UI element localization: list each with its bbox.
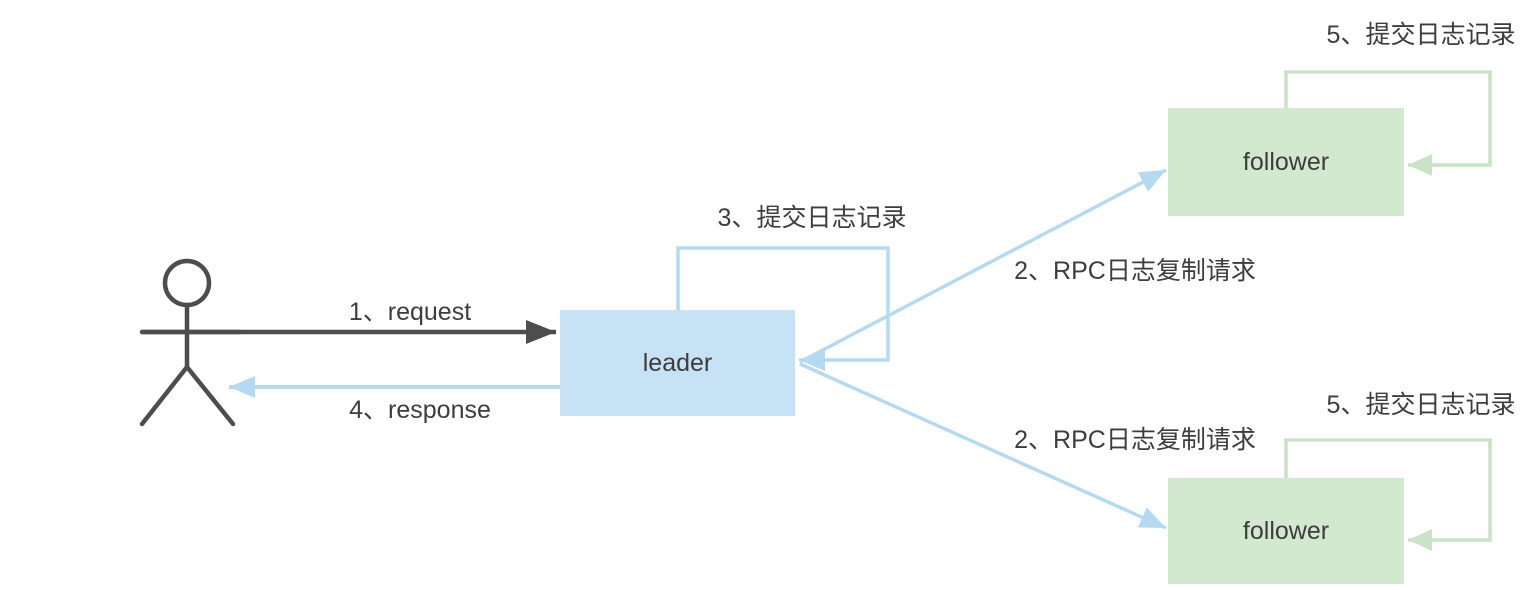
follower-top-commit-label: 5、提交日志记录 (1326, 21, 1516, 49)
follower-bottom-node-label: follower (1242, 516, 1330, 545)
rpc-replicate-bottom-label: 2、RPC日志复制请求 (1014, 426, 1256, 454)
follower-top-node: follower (1168, 108, 1404, 216)
follower-top-node-label: follower (1242, 147, 1330, 176)
leader-node: leader (560, 310, 795, 416)
client-stick-figure-icon (139, 258, 243, 427)
request-arrow-label: 1、request (348, 298, 472, 326)
response-arrow-label: 4、response (349, 396, 491, 424)
rpc-replicate-bottom-arrow (799, 362, 1167, 530)
client-right-leg (184, 364, 236, 427)
client-head (162, 258, 212, 308)
leader-commit-label: 3、提交日志记录 (717, 204, 907, 232)
follower-bottom-commit-label: 5、提交日志记录 (1326, 391, 1516, 419)
follower-bottom-commit-self-loop-arrow (1284, 438, 1492, 551)
follower-bottom-node: follower (1168, 478, 1404, 584)
client-left-leg (139, 364, 190, 427)
rpc-replicate-top-arrow (799, 168, 1167, 364)
leader-commit-self-loop-arrow (676, 246, 890, 371)
follower-top-commit-self-loop-arrow (1284, 70, 1492, 176)
leader-node-label: leader (642, 348, 713, 377)
rpc-replicate-top-label: 2、RPC日志复制请求 (1014, 257, 1256, 285)
